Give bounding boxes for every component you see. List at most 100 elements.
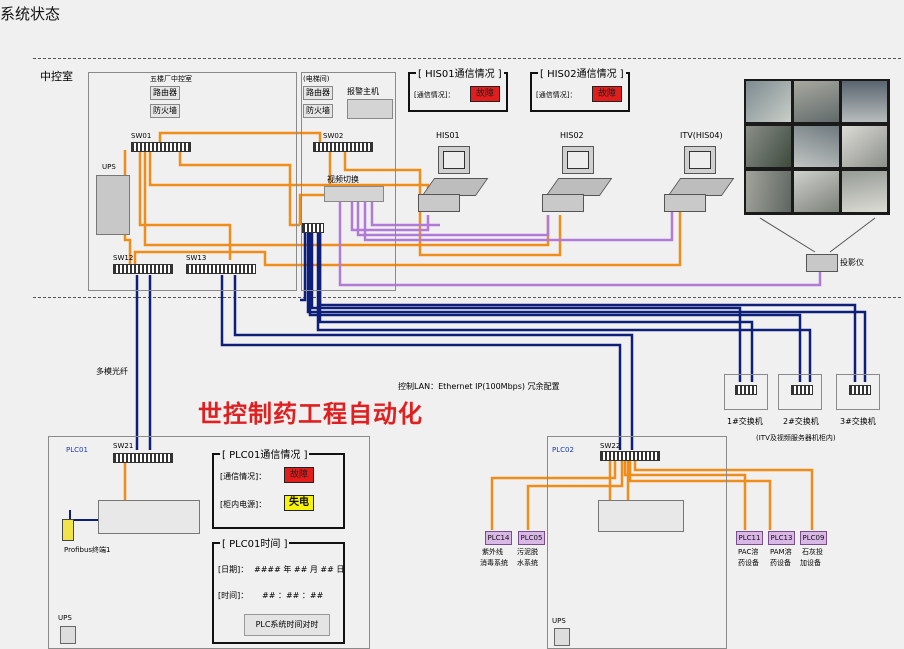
his02-label: HIS02 [560, 131, 584, 140]
plc05-desc2: 水系统 [517, 559, 538, 567]
profibus-terminal [62, 519, 74, 541]
plc14-tag[interactable]: PLC14 [485, 531, 512, 545]
elevator-room-label: (电梯间) [303, 75, 330, 83]
plc09-tag[interactable]: PLC09 [800, 531, 827, 545]
his01-status-value: 故障 [470, 86, 500, 102]
center-room-label: 五楼厂中控室 [150, 75, 192, 83]
small-switch [302, 223, 324, 233]
field-switch-2[interactable] [778, 374, 822, 410]
alarm-host [347, 99, 393, 119]
plc11-tag[interactable]: PLC11 [736, 531, 763, 545]
sw13 [186, 264, 256, 274]
his02-monitor[interactable] [562, 146, 594, 174]
ups-label-top: UPS [102, 163, 116, 171]
link-sw01-sw02 [158, 131, 322, 150]
ups-cabinet [96, 175, 130, 235]
firewall-2: 防火墙 [303, 104, 333, 118]
plc01-date-value: #### 年 ## 月 ## 日 [254, 565, 345, 574]
control-room-box [88, 72, 297, 291]
plc01-comm-label: [通信情况]： [220, 472, 267, 481]
his01-monitor[interactable] [438, 146, 470, 174]
sw21 [113, 453, 173, 463]
his02-status-value: 故障 [592, 86, 622, 102]
plc02-area [547, 436, 727, 649]
link-sw-1 [310, 232, 742, 382]
plc02-name: PLC02 [552, 446, 574, 454]
video-switch-label: 视频切换 [327, 175, 359, 184]
itv-base [664, 194, 706, 212]
sw13-label: SW13 [186, 254, 207, 262]
his01-status-title: [ HIS01通信情况 ] [416, 65, 504, 80]
plc14-desc1: 紫外线 [482, 548, 503, 556]
his02-base [542, 194, 584, 212]
control-room-label: 中控室 [40, 70, 73, 83]
profibus-label: Profibus终端1 [64, 546, 111, 554]
his02-status-group: [ HIS02通信情况 ] [通信情况]： 故障 [530, 65, 630, 112]
plc13-tag[interactable]: PLC13 [768, 531, 795, 545]
field-switch-note: (ITV及视频服务器机柜内) [756, 434, 836, 442]
plc02-ups-label: UPS [552, 617, 566, 625]
fiber-label: 多模光纤 [96, 367, 128, 376]
plc-time-sync-button[interactable]: PLC系统时间对时 [244, 614, 330, 636]
video-switch [324, 186, 384, 202]
plc11-desc1: PAC溶 [738, 548, 759, 556]
his01-label: HIS01 [436, 131, 460, 140]
video-wall[interactable] [744, 79, 890, 215]
middle-divider [33, 297, 901, 298]
plc05-tag[interactable]: PLC05 [518, 531, 545, 545]
top-divider [33, 58, 901, 59]
itv-label: ITV(HIS04) [680, 131, 723, 140]
watermark-text: 世控制药工程自动化 [198, 400, 423, 428]
link-itv [133, 210, 682, 270]
sw21-label: SW21 [113, 442, 134, 450]
alarm-host-label: 报警主机 [347, 87, 379, 96]
sw01-label: SW01 [131, 132, 152, 140]
plc13-desc1: PAM溶 [770, 548, 792, 556]
plc01-time-label: [时间]： [218, 591, 249, 600]
sw12-label: SW12 [113, 254, 134, 262]
his02-status-label: [通信情况]： [536, 91, 577, 99]
plc01-comm-value: 故障 [284, 467, 314, 483]
field-switch-1-label: 1#交换机 [727, 417, 763, 426]
sw01 [131, 142, 191, 152]
plc02-rack[interactable] [598, 500, 684, 532]
lan-label: 控制LAN：Ethernet IP(100Mbps) 冗余配置 [398, 382, 560, 391]
plc01-time-value: ## ：## ：## [262, 591, 324, 600]
plc01-power-value: 失电 [284, 495, 314, 511]
his01-status-group: [ HIS01通信情况 ] [通信情况]： 故障 [408, 65, 508, 112]
his01-base [418, 194, 460, 212]
his02-status-title: [ HIS02通信情况 ] [538, 65, 626, 80]
sw22-label: SW22 [600, 442, 621, 450]
router-2: 路由器 [303, 86, 333, 100]
link-video-his01 [350, 200, 430, 232]
field-switch-3-label: 3#交换机 [840, 417, 876, 426]
sw12 [113, 264, 173, 274]
plc01-comm-title: [ PLC01通信情况 ] [220, 446, 310, 461]
plc09-desc1: 石灰投 [802, 548, 823, 556]
plc13-desc2: 药设备 [770, 559, 791, 567]
router-1: 路由器 [150, 86, 180, 100]
itv-monitor[interactable] [684, 146, 716, 174]
plc01-ups-label: UPS [58, 614, 72, 622]
link-sw13-sw22 [220, 275, 622, 450]
firewall-1: 防火墙 [150, 104, 180, 118]
field-switch-3[interactable] [836, 374, 880, 410]
projector [806, 254, 838, 272]
window-title: 系统状态 [0, 5, 61, 23]
plc01-time-group: [ PLC01时间 ] [日期]： #### 年 ## 月 ## 日 [时间]：… [212, 535, 345, 644]
plc01-ups [60, 626, 76, 644]
elevator-room-box [301, 72, 396, 291]
plc01-time-title: [ PLC01时间 ] [220, 535, 290, 550]
plc14-desc2: 消毒系统 [480, 559, 508, 567]
field-switch-2-label: 2#交换机 [783, 417, 819, 426]
field-switch-1[interactable] [724, 374, 768, 410]
sw02-label: SW02 [323, 132, 344, 140]
sw22 [600, 451, 660, 461]
projector-label: 投影仪 [840, 258, 864, 267]
plc01-rack[interactable] [98, 500, 200, 534]
plc11-desc2: 药设备 [738, 559, 759, 567]
plc01-power-label: [柜内电源]： [220, 500, 267, 509]
plc05-desc1: 污泥脱 [517, 548, 538, 556]
plc01-comm-group: [ PLC01通信情况 ] [通信情况]： 故障 [柜内电源]： 失电 [212, 446, 345, 529]
